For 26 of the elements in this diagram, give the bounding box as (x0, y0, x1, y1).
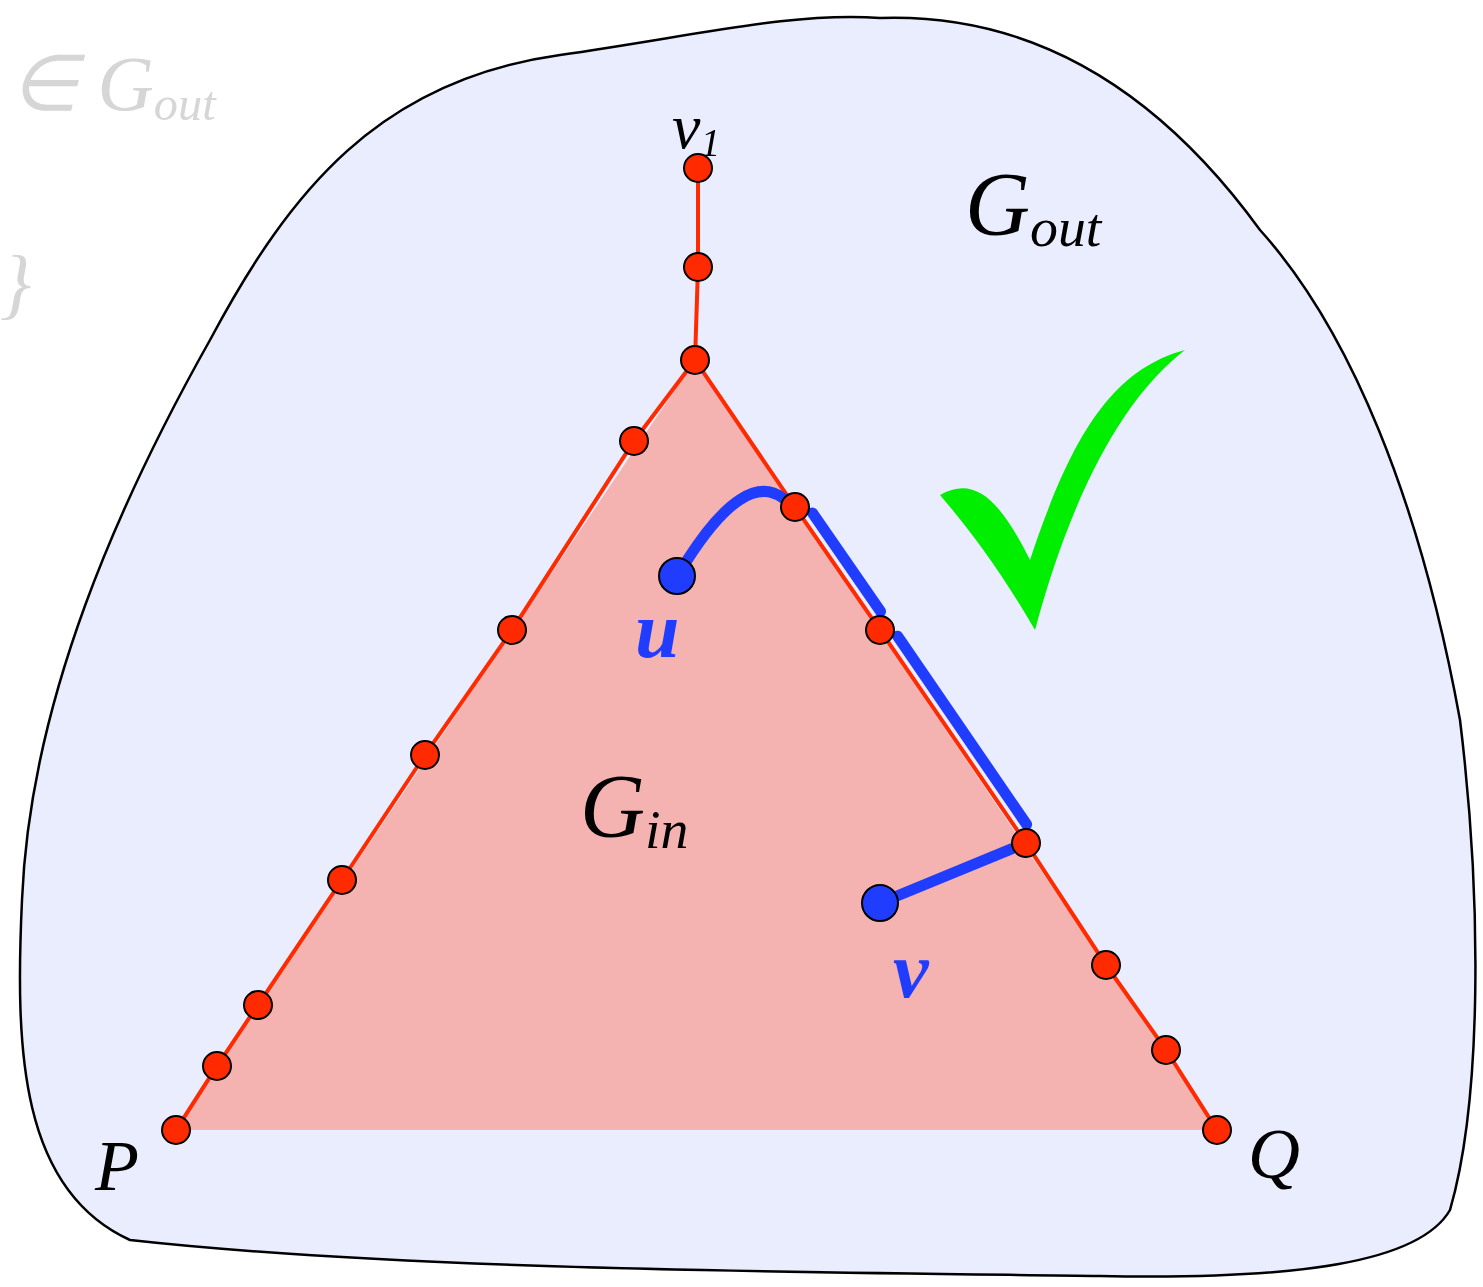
graph-edge (1112, 975, 1160, 1040)
graph-edge (431, 640, 506, 745)
graph-edge (348, 765, 419, 870)
graph-edge (886, 640, 1020, 833)
graph-edge (182, 1076, 211, 1120)
vertex-label: Q (1248, 1118, 1300, 1190)
path-line (892, 630, 1033, 830)
region-label: G$_{in}$ (580, 762, 689, 858)
faded-text: } (0, 245, 32, 323)
graph-edge (1032, 853, 1100, 955)
region-label: G$_{out}$ (965, 160, 1102, 256)
vertex-label: v (893, 930, 929, 1010)
vertex-label: P (95, 1130, 139, 1202)
graph-edge (518, 451, 628, 620)
path-line (681, 485, 789, 566)
vertex-label: u (635, 590, 680, 670)
graph-edge (264, 890, 336, 995)
graph-edge (223, 1015, 252, 1056)
path-line (807, 507, 886, 617)
vertex-label: v$_{1}$ (672, 95, 721, 164)
graph-edge (801, 517, 874, 620)
graph-edge (696, 181, 700, 254)
graph-edge (1172, 1060, 1211, 1120)
graph-edge (641, 370, 688, 431)
graph-edge (701, 370, 789, 497)
graph-edge (693, 280, 700, 347)
